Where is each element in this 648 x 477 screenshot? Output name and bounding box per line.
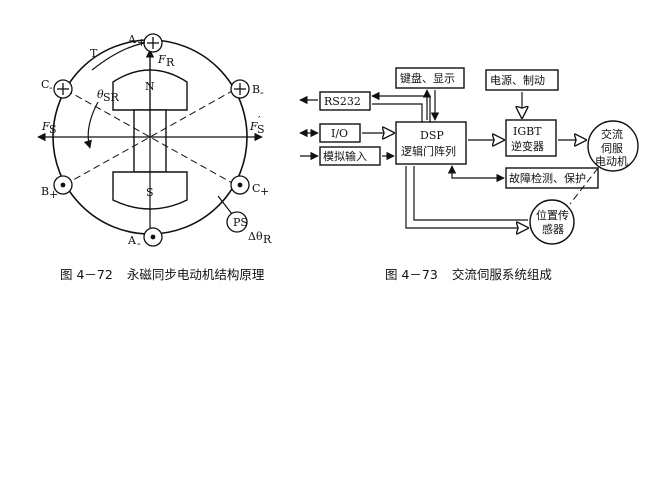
right-caption: 图 4－73 交流伺服系统组成 [385,264,552,283]
right-caption-number: 图 4－73 [385,267,438,282]
motor-label-1: 交流 [601,127,623,141]
coil-b-plus [53,175,73,195]
torque-label: T [90,47,98,60]
rs232-label: RS232 [324,95,361,108]
igbt-label: IGBT [513,125,542,138]
keyboard-display-label: 键盘、显示 [400,71,455,85]
coil-a-plus [143,33,163,53]
delta-sub: R [263,233,272,246]
phase-c-minus-sub: - [49,81,53,94]
igbt-box [505,119,557,157]
servo-motor [587,120,639,172]
phase-c-plus-label: C [252,182,260,195]
analog-input-box [319,146,381,166]
motor-structure-diagram: PS N S T F R F S F S ′ θ SR Δθ R A + A -… [37,33,272,250]
dashed-axis-bc [65,89,235,185]
keyboard-dsp-link [427,90,435,120]
sensor-block-label-1: 位置传 [536,208,569,222]
right-caption-title: 交流伺服系统组成 [451,267,552,282]
phase-b-minus-label: B [252,83,260,96]
coil-a-minus [143,227,163,247]
dsp-label: DSP [420,129,444,142]
coil-b-minus [230,79,250,99]
dsp-fault-link [447,165,505,183]
left-caption-number: 图 4－72 [60,267,113,282]
force-stator-right-prime: ′ [258,114,261,127]
coil-c-plus [230,175,250,195]
angle-label: θ [97,88,104,101]
dsp-sub-label: 逻辑门阵列 [401,144,456,158]
south-pole-label: S [146,186,154,199]
dashed-axis-cb [65,89,235,185]
motor-label-2: 伺服 [601,142,623,155]
force-stator-left-sub: S [49,123,57,136]
force-stator-right-sub: S [257,123,265,136]
phase-b-minus-sub: - [260,86,264,99]
delta-label: Δθ [248,230,263,243]
force-stator-left-label: F [41,120,50,133]
left-caption: 图 4－72 永磁同步电动机结构原理 [60,264,264,283]
sensor-block-label-2: 感器 [542,223,564,236]
fault-label: 故障检测、保护 [509,171,586,185]
io-box [319,123,361,143]
phase-a-plus-sub: + [137,36,146,49]
dsp-rs232-link [372,96,431,122]
phase-c-plus-sub: + [260,185,269,198]
motor-sensor-dashed [569,167,599,205]
igbt-sub-label: 逆变器 [511,139,544,153]
phase-b-plus-label: B [41,185,49,198]
phase-a-minus-label: A [127,234,137,247]
phase-b-plus-sub: + [49,188,58,201]
dsp-box [395,121,467,165]
sensor-dsp-link [405,166,528,228]
sensor-leader [217,195,233,215]
angle-arc [83,101,99,149]
fault-box [505,167,599,189]
phase-c-minus-label: C [41,78,49,91]
power-brake-label: 电源、制动 [490,73,545,87]
force-stator-right-label: F [249,120,258,133]
coil-c-minus [53,79,73,99]
phase-a-plus-label: A [127,33,137,46]
servo-system-diagram: RS232 I/O 模拟输入 键盘、显示 DSP 逻辑门阵列 电源、制动 IGB… [299,67,639,245]
position-sensor-block [529,199,575,245]
north-pole-label: N [145,80,155,93]
phase-a-minus-sub: - [137,237,141,250]
angle-sub: SR [103,91,120,104]
force-rotor-sub: R [166,56,175,69]
left-caption-title: 永磁同步电动机结构原理 [126,267,265,282]
force-rotor-label: F [157,53,166,66]
analog-input-label: 模拟输入 [323,149,367,163]
io-label: I/O [331,127,348,140]
position-sensor [226,211,248,233]
power-brake-box [485,69,559,91]
sensor-label: PS [233,216,248,229]
motor-label-3: 电动机 [595,154,628,168]
